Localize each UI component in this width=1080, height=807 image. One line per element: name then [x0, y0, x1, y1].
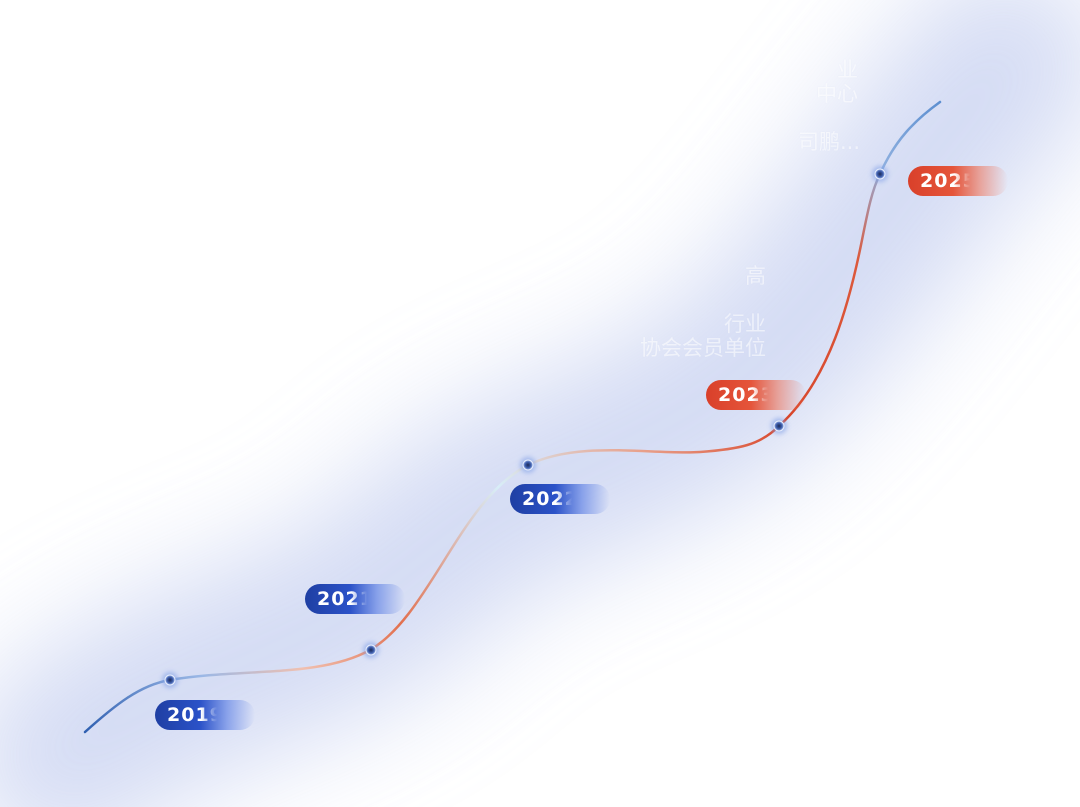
year-label: 2022 [522, 488, 579, 510]
year-label: 2023 [718, 384, 775, 406]
year-badge-2021[interactable]: 2021 [305, 584, 405, 614]
milestone-dot-2023[interactable] [773, 420, 785, 432]
year-badge-2023[interactable]: 2023 [706, 380, 806, 410]
year-badge-2019[interactable]: 2019 [155, 700, 255, 730]
faint-text-line: 行业 [724, 312, 766, 336]
faint-text-line: 高 [745, 264, 766, 288]
faint-text-line: 业 [837, 58, 858, 82]
year-label: 2025 [920, 170, 977, 192]
year-label: 2021 [317, 588, 374, 610]
milestone-dot-2025[interactable] [874, 168, 886, 180]
faint-text-line: 司鹏... [797, 130, 860, 154]
milestone-dot-2021[interactable] [365, 644, 377, 656]
faint-text-line: 协会会员单位 [640, 336, 766, 360]
timeline-line [83, 100, 942, 734]
year-label: 2019 [167, 704, 224, 726]
milestone-dot-2019[interactable] [164, 674, 176, 686]
year-badge-2022[interactable]: 2022 [510, 484, 610, 514]
year-badge-2025[interactable]: 2025 [908, 166, 1008, 196]
milestone-dot-2022[interactable] [522, 459, 534, 471]
faint-text-line: 中心 [816, 82, 858, 106]
